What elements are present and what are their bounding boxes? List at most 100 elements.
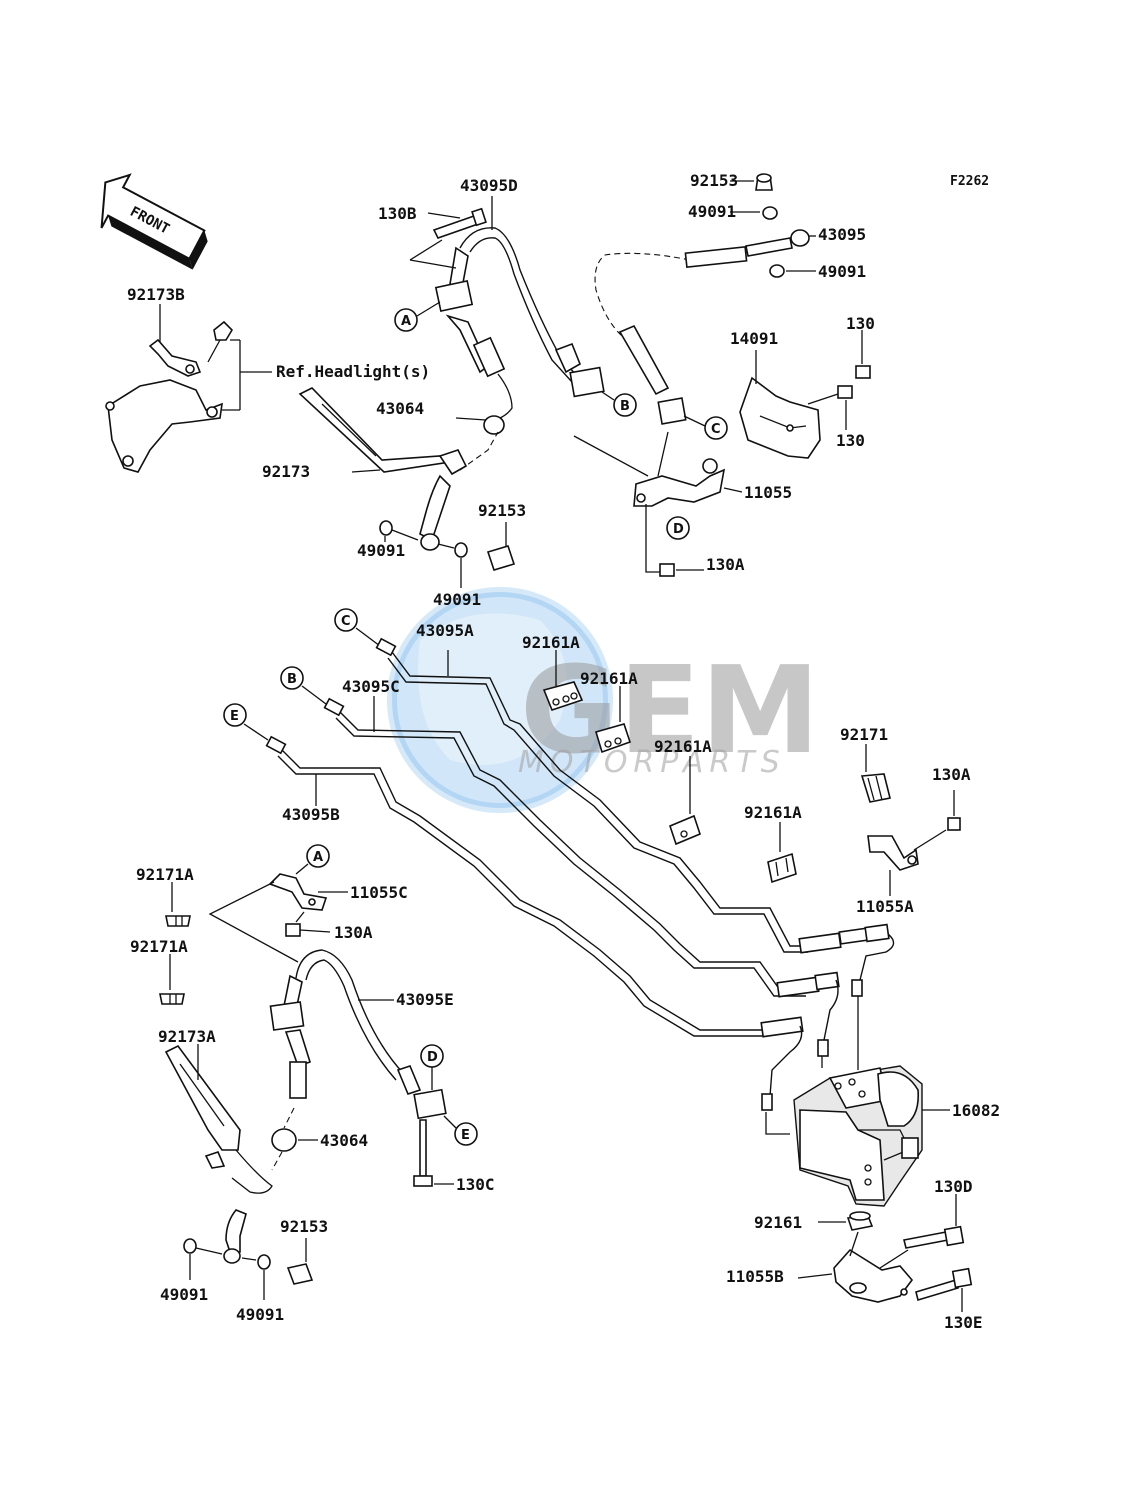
banjo-fitting-bottom [183,1209,314,1300]
clamp-92161A-3 [669,756,701,846]
label-92173A: 92173A [158,1027,216,1046]
bolt-130B [409,207,487,269]
callout-A-bottom: A [295,844,330,875]
bracket-11055B [797,1231,914,1303]
grommet-43064-bottom [271,1107,318,1171]
label-49091-top1: 49091 [688,202,736,221]
clip-92171A-2 [159,954,185,1005]
svg-text:C: C [711,422,721,437]
callout-A-top: A [394,301,441,332]
label-11055: 11055 [744,483,792,502]
label-130A-top: 130A [706,555,745,574]
grommet-92161 [818,1211,874,1231]
banjo-bolt-92153-top [755,173,773,191]
clip-92171 [860,744,891,803]
label-43095E: 43095E [396,990,454,1009]
svg-text:B: B [287,672,297,687]
label-43095D: 43095D [460,176,518,195]
label-130-2: 130 [836,431,865,450]
label-49091-mid1: 49091 [357,541,405,560]
label-130B: 130B [378,204,417,223]
ref-headlight-note: Ref.Headlight(s) [276,362,430,381]
label-92161A-1: 92161A [522,633,580,652]
figure-code: F2262 [950,174,989,189]
label-11055C: 11055C [350,883,408,902]
callout-D-bottom: D [420,1044,444,1090]
hose-43095D [434,227,605,419]
bracket-92173B-assembly [105,304,272,473]
label-130D: 130D [934,1177,973,1196]
label-130A-right: 130A [932,765,971,784]
label-43064-bottom: 43064 [320,1131,368,1150]
label-92153-mid: 92153 [478,501,526,520]
label-92161A-2: 92161A [580,669,638,688]
label-92173: 92173 [262,462,310,481]
label-92161: 92161 [754,1213,802,1232]
label-14091: 14091 [730,329,778,348]
label-49091-mid2: 49091 [433,590,481,609]
bracket-11055C [208,873,348,963]
label-49091-bottom1: 49091 [160,1285,208,1304]
label-43095A: 43095A [416,621,474,640]
label-49091-top2: 49091 [818,262,866,281]
hose-43095 [594,229,810,425]
svg-text:A: A [401,314,411,329]
callout-C-mid: C [334,608,381,647]
bolt-130D [879,1194,965,1269]
svg-text:C: C [341,614,351,629]
svg-text:E: E [230,709,239,724]
label-92171A-2: 92171A [130,937,188,956]
hose-43095E [269,949,447,1120]
pipe-joints [760,923,895,1135]
bracket-11055 [573,431,743,573]
callout-D-top: D [666,516,690,540]
label-49091-bottom2: 49091 [236,1305,284,1324]
label-11055A: 11055A [856,897,914,916]
watermark-brand: GEM [520,642,820,781]
callout-E-mid: E [223,703,269,741]
callout-B-top: B [601,391,637,417]
cover-14091 [739,376,821,459]
callout-B-mid: B [280,666,327,705]
grommet-43064-top [455,415,505,435]
label-11055B: 11055B [726,1267,784,1286]
svg-text:A: A [313,850,323,865]
washer-49091-top1 [762,206,778,220]
bolt-130A-left [285,911,331,937]
pipe-43095C [323,696,810,997]
callout-E-bottom: E [443,1115,478,1146]
svg-text:D: D [673,522,684,537]
washer-49091-top2 [769,264,785,278]
label-92153-bottom: 92153 [280,1217,328,1236]
clip-92171A-1 [165,882,191,927]
bolt-130C [413,1119,454,1187]
clamp-92161A-4 [767,822,797,884]
label-92161A-4: 92161A [744,803,802,822]
label-92171: 92171 [840,725,888,744]
label-16082: 16082 [952,1101,1000,1120]
label-130-1: 130 [846,314,875,333]
label-43095: 43095 [818,225,866,244]
svg-text:D: D [427,1050,438,1065]
label-130E: 130E [944,1313,983,1332]
svg-text:E: E [461,1128,470,1143]
abs-unit-16082 [793,1065,950,1207]
label-43095B: 43095B [282,805,340,824]
pipe-43095A [375,637,810,953]
label-92171A-1: 92171A [136,865,194,884]
pipe-43095B [265,735,770,1037]
watermark: GEM MOTORPARTS [387,587,820,813]
bolt-130-2 [837,385,853,430]
front-arrow: FRONT [100,173,208,270]
clamp-92161A-2 [595,686,632,754]
bolt-130E [915,1267,973,1312]
clamp-92161A-1 [542,650,584,711]
label-43095C: 43095C [342,677,400,696]
callout-C-top: C [683,415,728,440]
label-92153-top: 92153 [690,171,738,190]
label-43064-top: 43064 [376,399,424,418]
label-130C: 130C [456,1175,495,1194]
label-130A-left: 130A [334,923,373,942]
bracket-11055A [867,790,961,896]
